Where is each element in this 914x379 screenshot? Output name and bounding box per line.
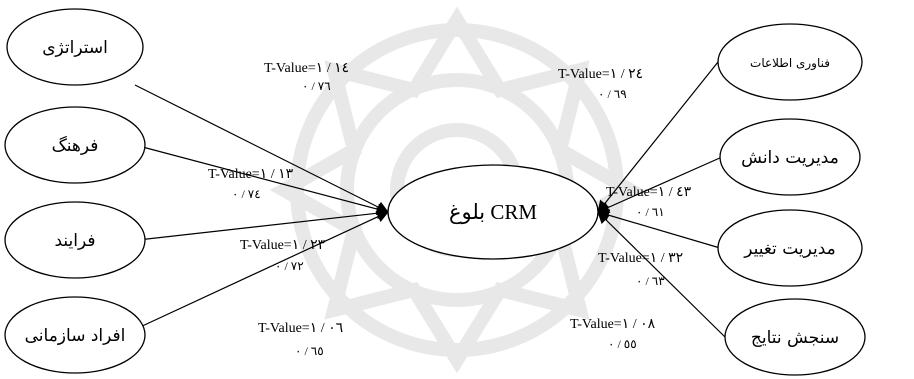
edge-it	[597, 61, 719, 213]
edges	[134, 61, 726, 338]
edge-culture	[134, 144, 389, 215]
left-node-people: افراد سازمانی	[4, 296, 146, 374]
right-node-it: فناوری اطلاعات	[717, 23, 863, 101]
t-value-label: T-Value=۱ / ۱۳	[208, 167, 294, 182]
coefficient-label: ۰ / ٦٥	[295, 344, 324, 358]
edge-results	[597, 211, 726, 338]
right-node-results: سنجش نتایج	[724, 298, 866, 376]
coefficient-label: ۰ / ۷۲	[275, 259, 304, 273]
center-node-label: بلوغ CRM	[449, 200, 537, 225]
right-node-knowledge: مدیریت دانش	[719, 118, 861, 196]
edge-label-strategy: T-Value=۱ / ۱٤ ۰ / ۷٦	[264, 61, 349, 93]
edge-change	[597, 209, 721, 249]
node-label: فناوری اطلاعات	[750, 56, 830, 71]
coefficient-label: ۰ / ۷٦	[302, 79, 331, 93]
right-node-change: مدیریت تغییر	[717, 209, 863, 287]
node-label: افراد سازمانی	[25, 326, 126, 346]
node-label: مدیریت تغییر	[743, 239, 836, 259]
edge-label-process: T-Value=۱ / ۲۳ ۰ / ۷۲	[240, 238, 326, 273]
edge-label-people: T-Value=۱ / ۰٦ ۰ / ٦٥	[258, 321, 343, 358]
edge-knowledge	[597, 156, 723, 214]
left-node-culture: فرهنگ	[4, 106, 146, 184]
coefficient-label: ۰ / ٥٥	[608, 337, 637, 351]
edge-label-results: T-Value=۱ / ۰۸ ۰ / ٥٥	[570, 317, 656, 351]
edge-strategy	[134, 84, 389, 213]
t-value-label: T-Value=۱ / ۰۸	[570, 317, 656, 332]
node-label: فرایند	[54, 231, 95, 251]
t-value-label: T-Value=۱ / ۰٦	[258, 321, 343, 336]
node-label: استراتژی	[42, 38, 108, 58]
t-value-label: T-Value=۱ / ٤۳	[606, 185, 692, 200]
left-node-process: فرایند	[4, 201, 146, 279]
node-label: سنجش نتایج	[751, 328, 839, 348]
coefficient-label: ۰ / ۷٤	[232, 187, 261, 201]
t-value-label: T-Value=۱ / ۲٤	[558, 67, 643, 82]
coefficient-label: ۰ / ٦۹	[598, 87, 627, 101]
edge-label-change: T-Value=۱ / ۳۲ ۰ / ٦۳	[598, 251, 683, 288]
coefficient-label: ۰ / ٦۱	[636, 205, 665, 219]
edge-label-knowledge: T-Value=۱ / ٤۳ ۰ / ٦۱	[606, 185, 692, 219]
left-node-strategy: استراتژی	[6, 8, 144, 86]
node-label: فرهنگ	[52, 135, 99, 156]
t-value-label: T-Value=۱ / ۳۲	[598, 251, 683, 266]
t-value-label: T-Value=۱ / ۲۳	[240, 238, 326, 253]
t-value-label: T-Value=۱ / ۱٤	[264, 61, 349, 76]
coefficient-label: ۰ / ٦۳	[636, 274, 665, 288]
edge-label-culture: T-Value=۱ / ۱۳ ۰ / ۷٤	[208, 167, 294, 201]
center-node: بلوغ CRM	[387, 164, 599, 260]
edge-process	[137, 207, 389, 241]
node-label: مدیریت دانش	[741, 148, 839, 168]
edge-people	[137, 211, 389, 329]
edge-label-it: T-Value=۱ / ۲٤ ۰ / ٦۹	[558, 67, 643, 101]
